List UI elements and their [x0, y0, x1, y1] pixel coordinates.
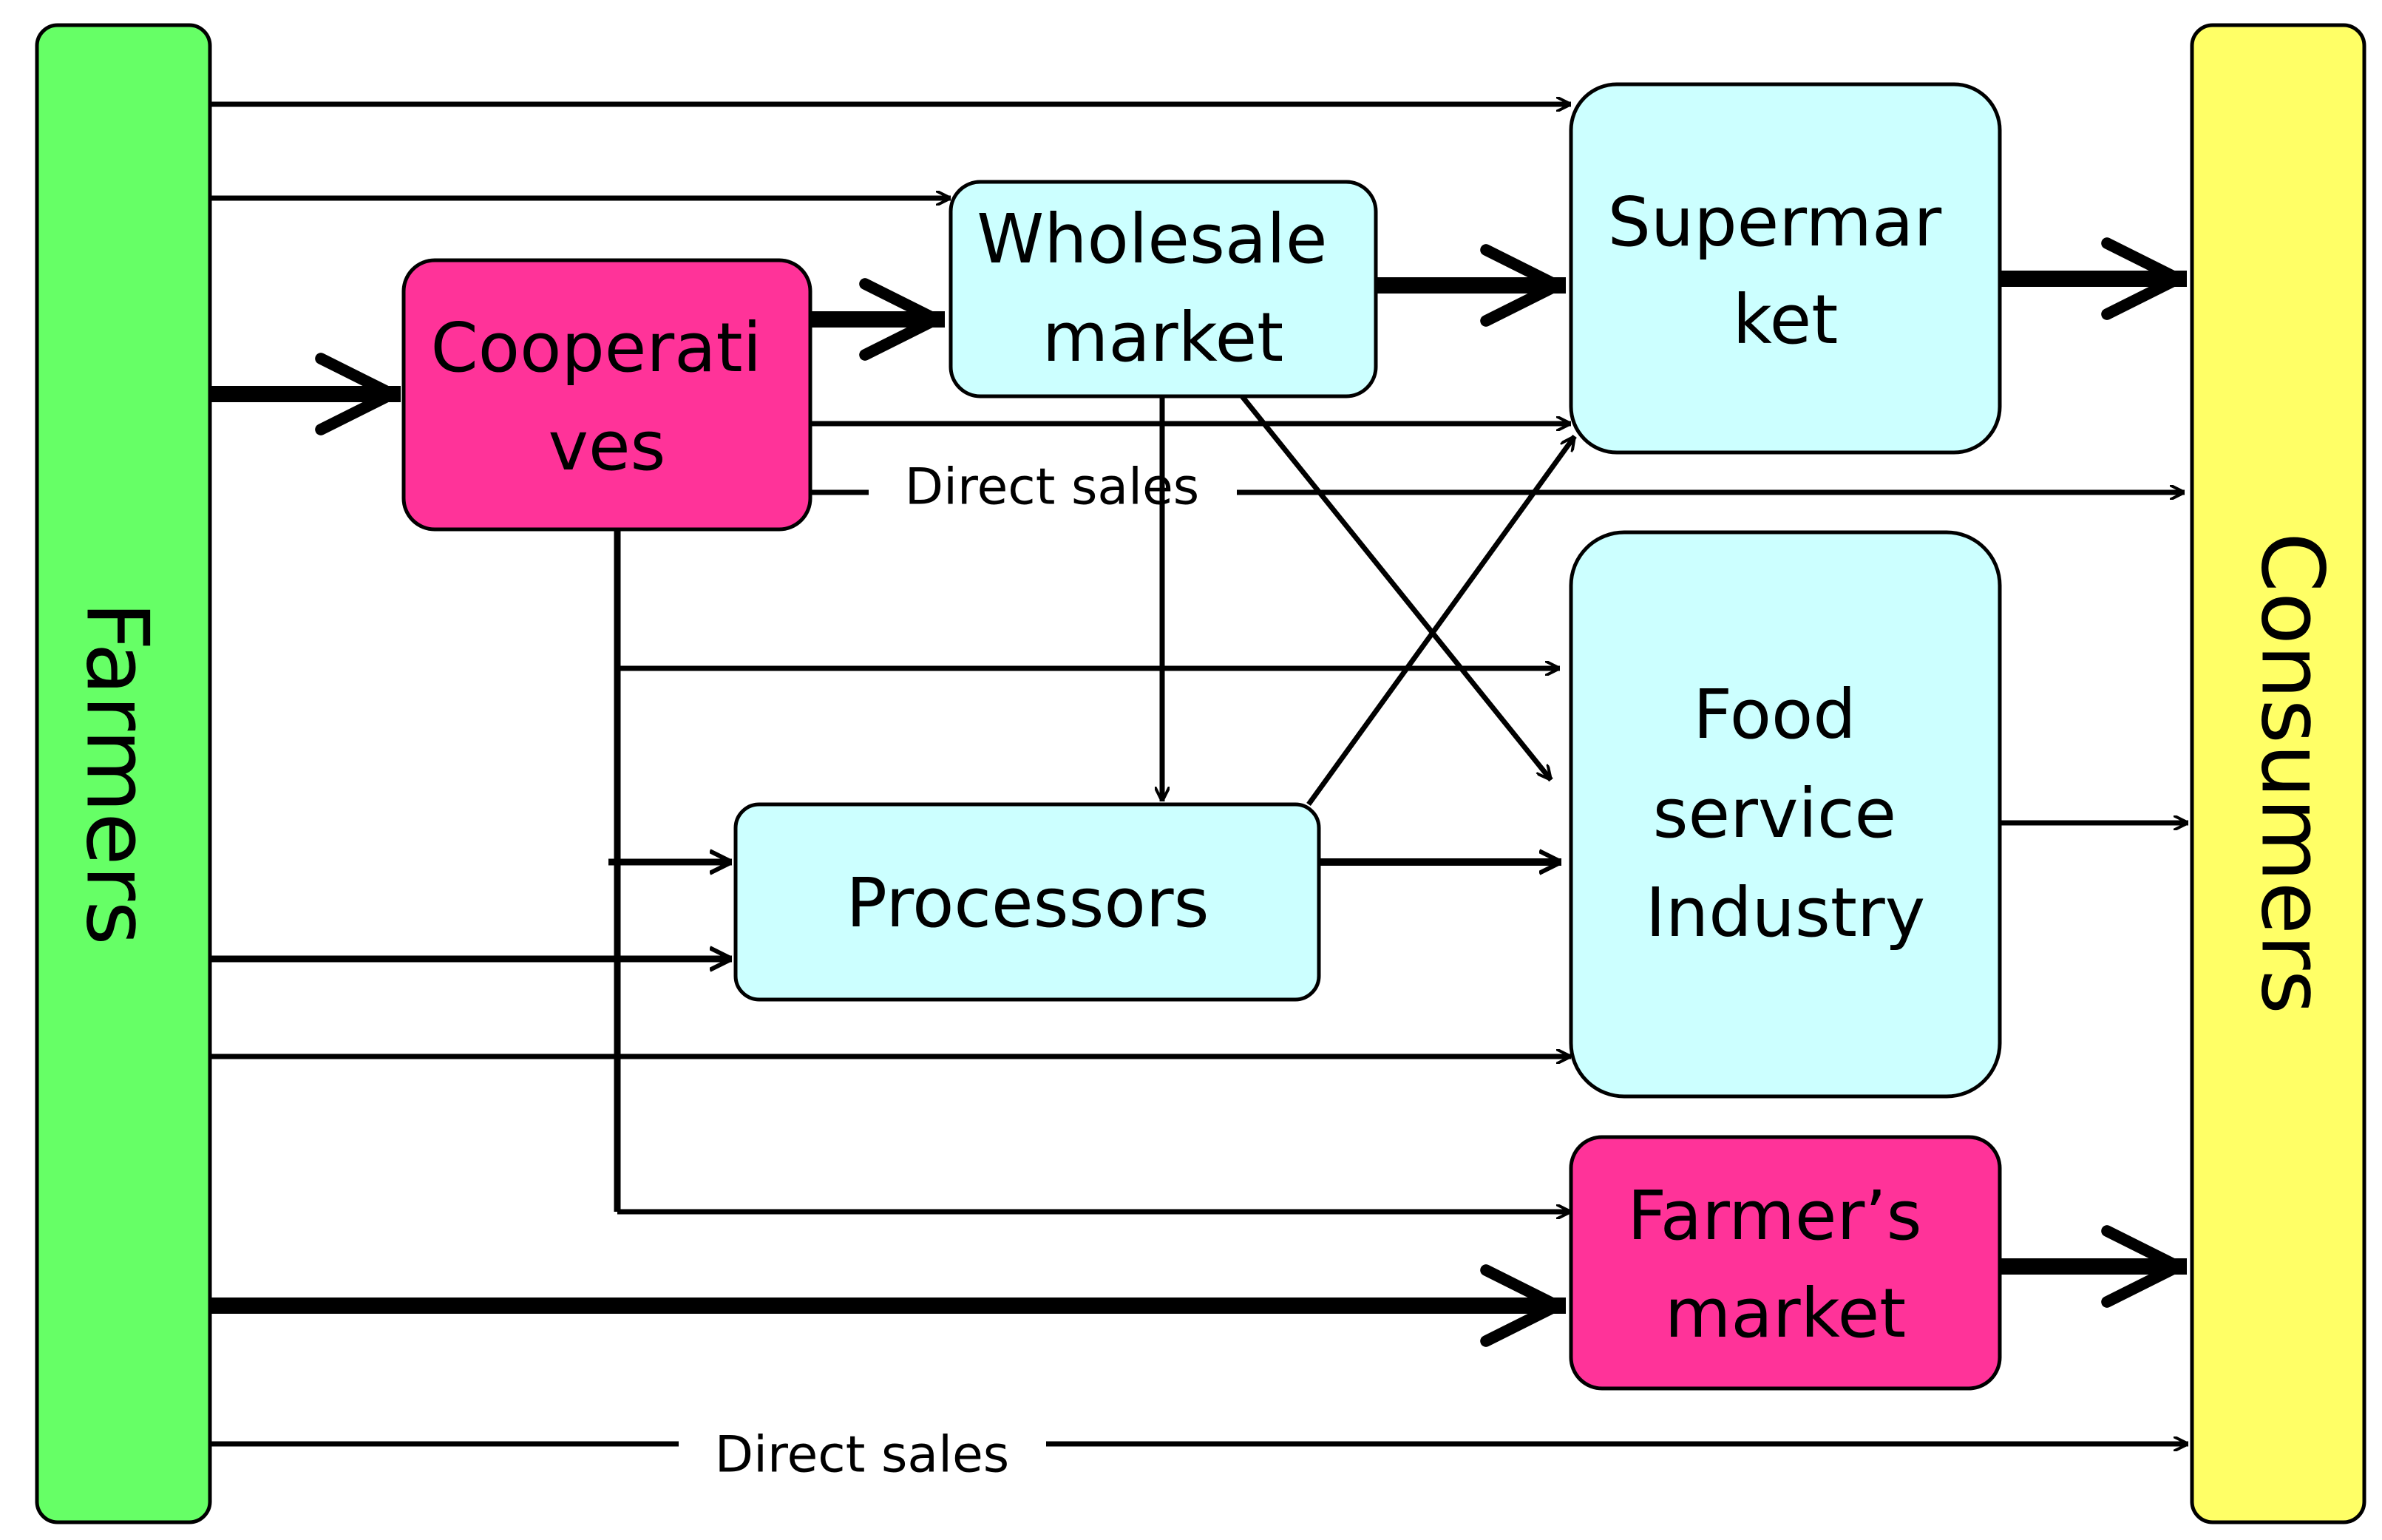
node-cooperatives: Cooperati ves — [401, 258, 812, 532]
node-wholesale: Wholesale market — [949, 180, 1378, 398]
node-supermarket-line-1: Supermar — [1608, 183, 1942, 262]
node-farmers-market-line-2: market — [1665, 1274, 1907, 1353]
node-farmers-market: Farmer’s market — [1569, 1135, 2002, 1391]
node-cooperatives-shape — [401, 258, 812, 532]
node-farmers-market-label: Farmer’s market — [1627, 1176, 1944, 1353]
node-supermarket: Supermar ket — [1569, 82, 2002, 455]
node-supermarket-shape — [1569, 82, 2002, 455]
arrow-wholesale-foodservice — [1240, 394, 1551, 780]
node-food-service-line-2: service — [1653, 774, 1897, 853]
node-food-service: Food service Industry — [1569, 530, 2002, 1099]
node-farmers-market-line-1: Farmer’s — [1627, 1176, 1921, 1255]
consumers-bar: Consumers — [2190, 23, 2366, 1524]
farmers-label: Farmers — [67, 601, 166, 945]
node-wholesale-line-2: market — [1042, 298, 1284, 377]
consumers-bar-shape — [2190, 23, 2366, 1524]
flow-arrows — [210, 104, 2188, 1444]
major-flow-arrows — [210, 237, 2187, 1347]
direct-sales-label-lower: Direct sales — [715, 1426, 1009, 1485]
farmers-bar: Farmers — [35, 23, 212, 1524]
node-supermarket-line-2: ket — [1733, 280, 1839, 359]
node-processors: Processors — [733, 802, 1321, 1002]
node-processors-line-1: Processors — [846, 864, 1209, 943]
node-food-service-line-3: Industry — [1646, 873, 1925, 952]
node-farmers-market-shape — [1569, 1135, 2002, 1391]
node-wholesale-line-1: Wholesale — [977, 200, 1327, 279]
node-processors-shape — [733, 802, 1321, 1002]
node-wholesale-shape — [949, 180, 1378, 398]
arrow-processors-supermarket — [1306, 436, 1577, 807]
node-processors-label: Processors — [846, 864, 1209, 943]
node-cooperatives-label: Cooperati ves — [431, 308, 784, 486]
direct-sales-label-upper: Direct sales — [905, 458, 1199, 517]
node-cooperatives-line-1: Cooperati — [431, 308, 762, 387]
node-food-service-line-1: Food — [1693, 675, 1856, 754]
consumers-label: Consumers — [2242, 532, 2341, 1014]
node-cooperatives-line-2: ves — [549, 407, 666, 486]
node-wholesale-label: Wholesale market — [977, 200, 1348, 377]
node-supermarket-label: Supermar ket — [1608, 183, 1964, 359]
node-food-service-shape — [1569, 530, 2002, 1099]
node-food-service-label: Food service Industry — [1646, 675, 1925, 952]
farmers-bar-shape — [35, 23, 212, 1524]
